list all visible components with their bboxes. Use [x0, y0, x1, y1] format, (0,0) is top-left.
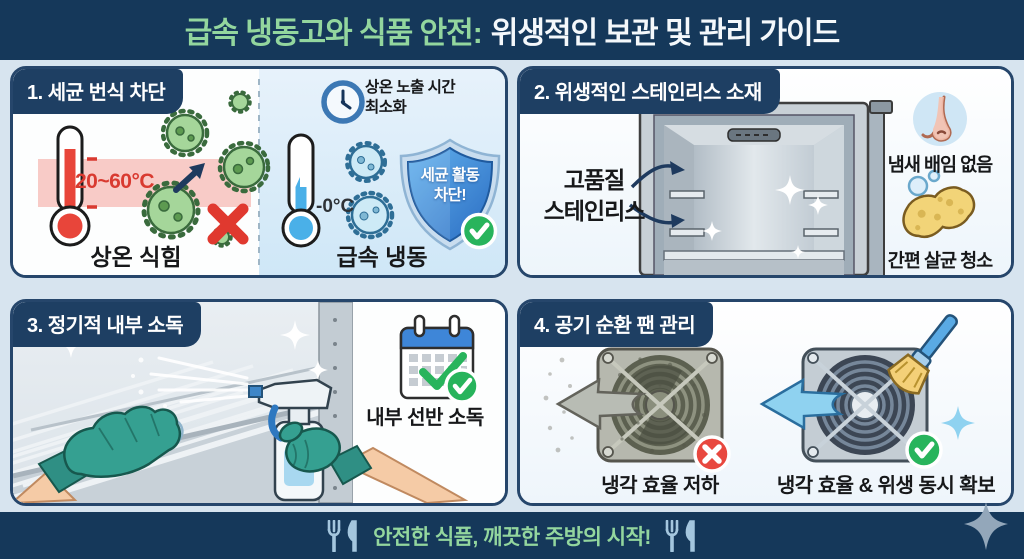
danger-temp-label: 20~60°C — [75, 170, 155, 193]
sparkle-icon — [941, 406, 975, 440]
fan-dirty-icon — [596, 347, 724, 463]
nose-icon — [913, 92, 967, 146]
x-circle-icon — [693, 435, 731, 473]
page-title-highlight: 급속 냉동고와 식품 안전: — [184, 17, 483, 50]
fan-clean-icon — [801, 347, 929, 463]
panel-stainless-material: 2. 위생적인 스테인리스 소재 — [517, 66, 1014, 278]
check-circle-icon — [905, 431, 943, 469]
easy-clean-note: 간편 살균 청소 — [887, 250, 993, 271]
dust-arrow-icon — [543, 357, 647, 453]
room-temp-caption: 상온 식힘 — [90, 244, 182, 270]
check-circle-icon — [444, 368, 480, 404]
footer-bar: 안전한 식품, 깨끗한 주방의 시작! — [0, 512, 1024, 559]
panel-1-header: 1. 세균 번식 차단 — [13, 69, 184, 114]
thermometer-cold-icon — [281, 133, 321, 248]
brush-icon — [887, 314, 958, 395]
panel-2-header: 2. 위생적인 스테인리스 소재 — [520, 69, 780, 114]
dirty-fan-caption: 냉각 효율 저하 — [601, 475, 719, 497]
footer-slogan: 안전한 식품, 깨끗한 주방의 시작! — [373, 525, 651, 549]
glove-wiping-icon — [13, 405, 181, 503]
panel-bacteria-blocking: 1. 세균 번식 차단 — [10, 66, 508, 278]
panel-4-header: 4. 공기 순환 팬 관리 — [520, 302, 714, 347]
thermometer-hot-icon — [49, 125, 97, 247]
check-circle-icon — [460, 212, 498, 250]
exposure-time-note: 상온 노출 시간 최소화 — [365, 79, 456, 116]
growth-arrow-icon — [173, 163, 205, 193]
glove-spraying-icon — [278, 421, 469, 503]
fork-knife-icon — [665, 519, 695, 552]
freeze-temp-label: -0°C — [316, 196, 355, 217]
page-title: 위생적인 보관 및 관리 가이드 — [490, 17, 841, 50]
panel-internal-disinfection: 3. 정기적 내부 소독 — [10, 299, 508, 506]
x-mark-icon — [207, 203, 249, 245]
fan-comparison-illustration — [520, 302, 1011, 503]
title-bar: 급속 냉동고와 식품 안전: 위생적인 보관 및 관리 가이드 — [0, 0, 1024, 60]
shelf-disinfect-caption: 내부 선반 소독 — [366, 407, 484, 429]
sponge-icon — [902, 169, 976, 239]
clean-fan-caption: 냉각 효율 & 위생 동시 확보 — [776, 475, 996, 497]
germ-frozen-icon — [345, 141, 395, 240]
sparkle-icon — [702, 175, 828, 259]
bacteria-blocking-illustration — [13, 69, 505, 275]
panel-3-header: 3. 정기적 내부 소독 — [13, 302, 202, 347]
fridge-interior-illustration — [638, 100, 893, 275]
clock-icon — [321, 80, 365, 124]
shield-caption: 세균 활동 차단! — [420, 167, 480, 205]
panel-fan-care: 4. 공기 순환 팬 관리 — [517, 299, 1014, 506]
airflow-arrow-icon — [759, 377, 847, 431]
fork-knife-icon — [327, 519, 357, 552]
quick-freeze-caption: 급속 냉동 — [336, 244, 428, 270]
callout-arrow-icon — [628, 161, 685, 228]
diamond-sparkle-icon — [964, 502, 1008, 550]
stainless-callout: 고품질 스테인리스 — [543, 167, 646, 225]
shelf-cleaning-illustration — [13, 302, 505, 503]
germ-green-icon — [141, 90, 271, 248]
no-odor-note: 냄새 배임 없음 — [887, 154, 993, 175]
